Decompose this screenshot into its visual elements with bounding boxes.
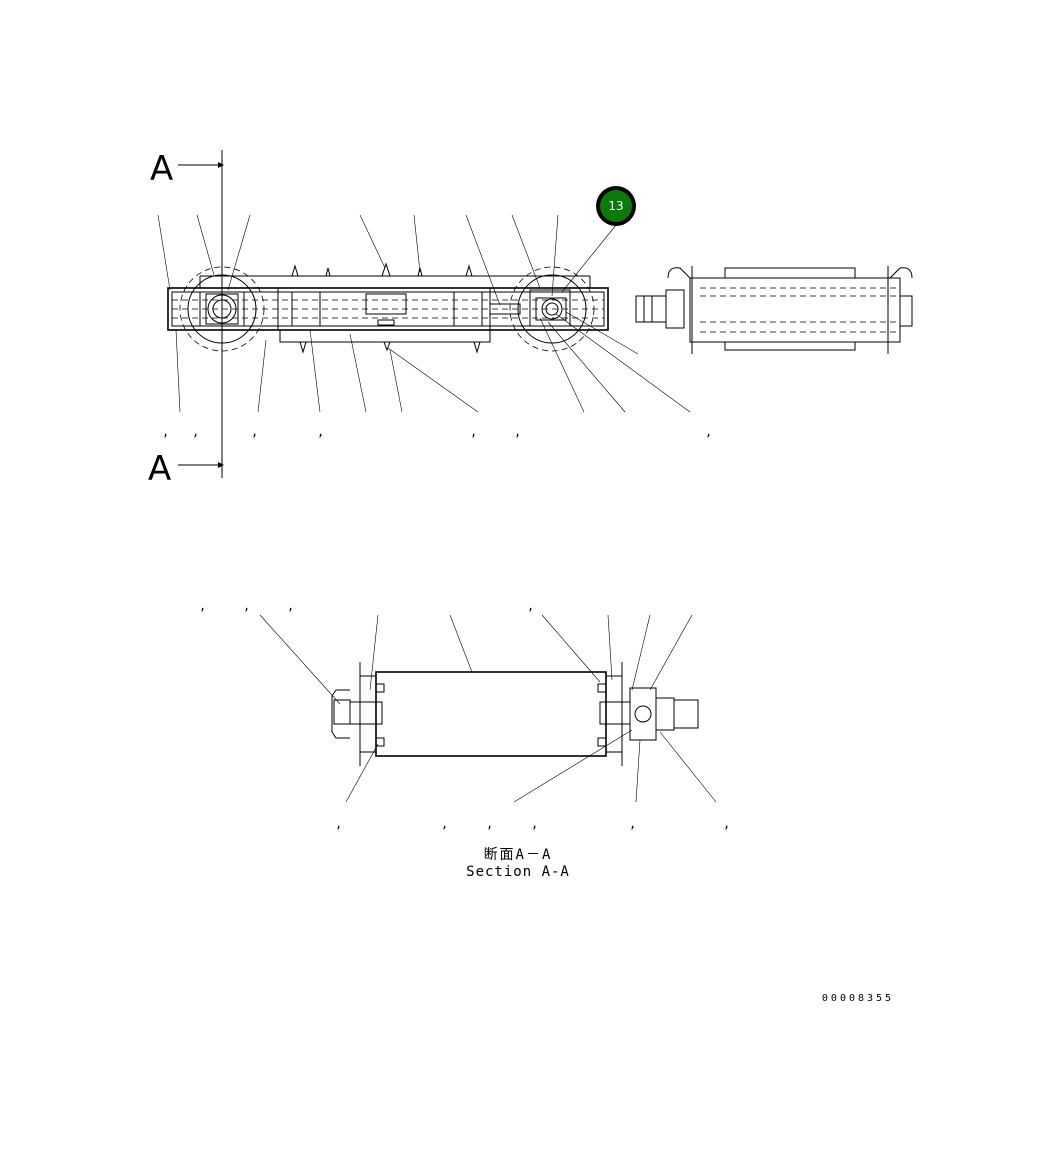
section-title-en: Section A-A [466, 864, 570, 880]
comma-label: , [192, 425, 199, 439]
top-view-comma-labels: , , , , , , , [162, 425, 712, 439]
comma-label: , [514, 425, 521, 439]
comma-label: , [531, 817, 538, 831]
comma-label: , [317, 425, 324, 439]
comma-label: , [723, 817, 730, 831]
side-view [635, 266, 913, 354]
section-comma-labels-top: , , , , [199, 599, 534, 613]
drawing-number: 00008355 [822, 993, 894, 1004]
comma-label: , [251, 425, 258, 439]
comma-label: , [335, 817, 342, 831]
comma-label: , [486, 817, 493, 831]
section-marker-top: A [150, 149, 173, 189]
section-view [331, 662, 699, 766]
left-wheel [179, 266, 265, 352]
callout-number[interactable]: 13 [608, 199, 623, 213]
comma-label: , [441, 817, 448, 831]
comma-label: , [199, 599, 206, 613]
comma-label: , [629, 817, 636, 831]
section-title-jp: 断面A－A [484, 847, 553, 863]
comma-label: , [243, 599, 250, 613]
comma-label: , [705, 425, 712, 439]
section-cut-line [178, 150, 224, 478]
comma-label: , [162, 425, 169, 439]
comma-label: , [470, 425, 477, 439]
comma-label: , [527, 599, 534, 613]
section-comma-labels-bottom: , , , , , , [335, 817, 730, 831]
top-view-leader-lines [157, 214, 691, 413]
callout-13[interactable]: 13 [596, 186, 636, 226]
comma-label: , [287, 599, 294, 613]
section-marker-bottom: A [148, 449, 171, 489]
top-view-frame [167, 262, 609, 354]
section-leader-lines [259, 614, 717, 803]
